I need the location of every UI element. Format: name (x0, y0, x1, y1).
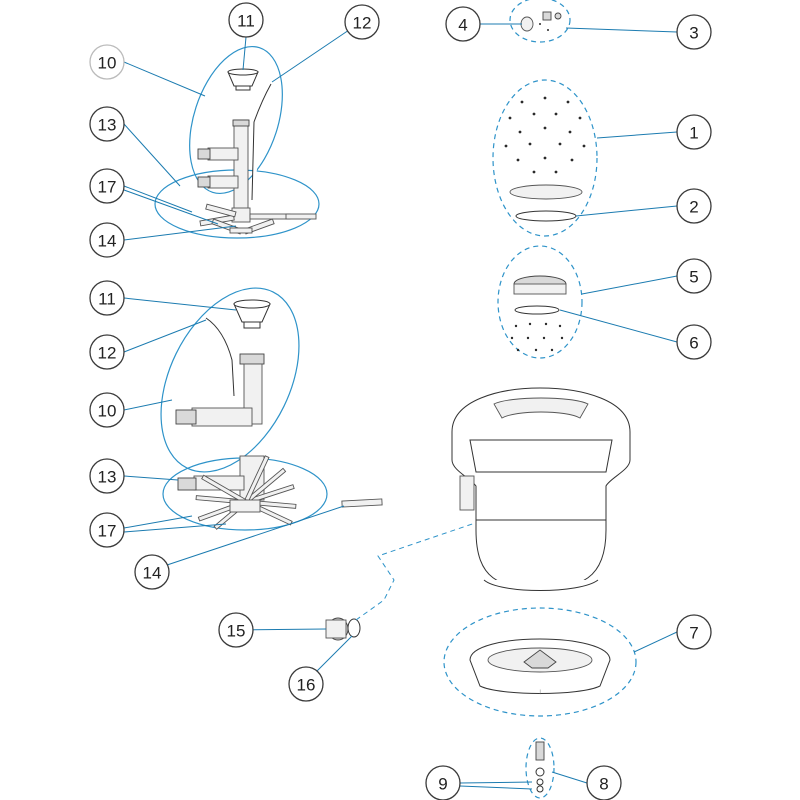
tank-base: ↓ (443, 607, 637, 717)
svg-text:3: 3 (689, 24, 698, 43)
callout-6: 6 (676, 324, 712, 360)
svg-text:10: 10 (98, 402, 117, 421)
callout-12-bottom: 12 (89, 334, 125, 370)
callout-7: 7 (676, 614, 712, 650)
internal-assembly-small (154, 45, 320, 239)
lid-group (492, 79, 598, 237)
air-pipe (251, 83, 272, 201)
svg-text:8: 8 (599, 775, 608, 794)
callout-2: 2 (676, 188, 712, 224)
connection-dashline (355, 519, 485, 621)
callout-5: 5 (676, 258, 712, 294)
callout-9: 9 (425, 765, 461, 800)
svg-text:↓: ↓ (538, 687, 542, 696)
svg-text:5: 5 (689, 268, 698, 287)
lid-ring (509, 184, 583, 200)
callout-17-bottom: 17 (89, 512, 125, 548)
internal-assembly-large (160, 287, 383, 531)
svg-text:9: 9 (438, 775, 447, 794)
svg-text:17: 17 (98, 178, 117, 197)
svg-text:16: 16 (297, 676, 316, 695)
union-gasket (347, 618, 361, 638)
callout-14-top: 14 (89, 222, 125, 258)
callout-15: 15 (218, 612, 254, 648)
svg-text:12: 12 (353, 14, 372, 33)
svg-text:17: 17 (98, 522, 117, 541)
svg-text:11: 11 (98, 290, 116, 309)
flange-group (497, 245, 583, 359)
svg-text:14: 14 (98, 232, 117, 251)
svg-text:6: 6 (689, 334, 698, 353)
leader-lines (123, 23, 678, 790)
svg-text:12: 12 (98, 344, 117, 363)
svg-text:4: 4 (458, 16, 467, 35)
laterals-small (199, 203, 317, 235)
svg-text:13: 13 (98, 116, 117, 135)
callout-4: 4 (445, 6, 481, 42)
svg-text:7: 7 (689, 624, 698, 643)
svg-text:2: 2 (689, 198, 698, 217)
callout-11-bottom: 11 (89, 280, 125, 316)
laterals-large (195, 455, 297, 530)
svg-text:15: 15 (227, 622, 246, 641)
group-outline-10a (189, 45, 283, 195)
callout-17-top: 17 (89, 168, 125, 204)
lateral-spare (341, 498, 383, 508)
callout-16: 16 (288, 666, 324, 702)
svg-text:10: 10 (98, 54, 117, 73)
filter-tank (451, 387, 631, 591)
svg-text:13: 13 (98, 468, 117, 487)
lid-o-ring (515, 210, 577, 222)
callout-10-top: 10 (89, 44, 125, 80)
flange-gasket (514, 305, 560, 315)
svg-text:14: 14 (143, 564, 162, 583)
callout-13-top: 13 (89, 106, 125, 142)
svg-text:1: 1 (689, 124, 698, 143)
callout-13-bottom: 13 (89, 458, 125, 494)
callout-11-top: 11 (228, 2, 264, 38)
callout-10-bottom: 10 (89, 392, 125, 428)
lid-bolts (504, 96, 586, 174)
manometer-group (509, 0, 571, 43)
drain-group (525, 737, 555, 799)
collector-pipe (233, 119, 249, 217)
svg-text:11: 11 (237, 12, 255, 31)
union-fitting (325, 617, 361, 641)
callout-12-top: 12 (344, 4, 380, 40)
callout-3: 3 (676, 14, 712, 50)
callout-14-bottom: 14 (134, 554, 170, 590)
callout-8: 8 (586, 765, 622, 800)
callout-1: 1 (676, 114, 712, 150)
